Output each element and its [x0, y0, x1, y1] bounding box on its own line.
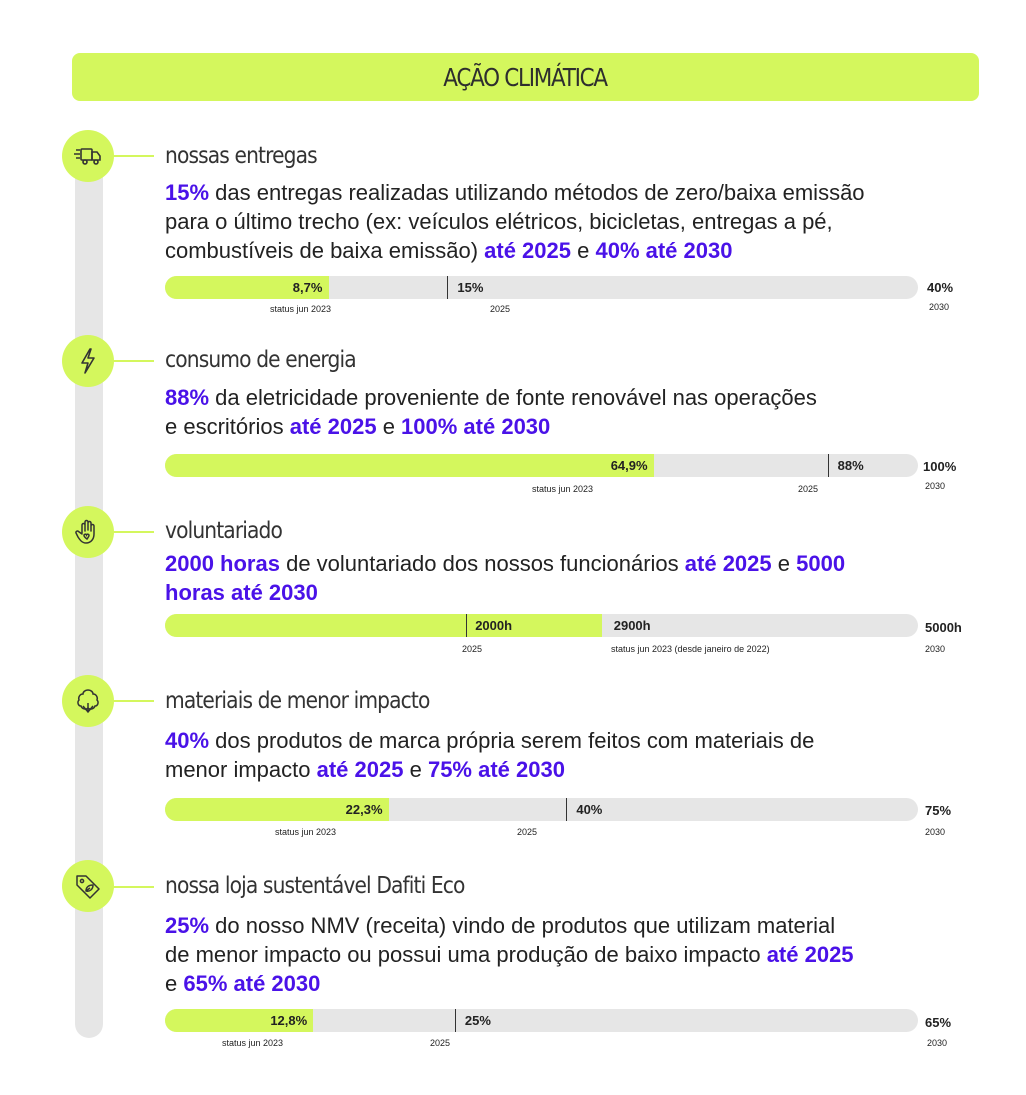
- highlight-text: 100% até 2030: [401, 414, 551, 439]
- highlight-text: até 2025: [684, 551, 772, 576]
- status-caption: status jun 2023: [275, 827, 337, 837]
- goal-description: 40% dos produtos de marca própria serem …: [165, 728, 815, 782]
- target-2025-caption: 2025: [490, 304, 511, 314]
- highlight-text: 88%: [165, 385, 210, 410]
- connector-line: [112, 886, 154, 888]
- eco-tag-icon: [62, 860, 114, 912]
- highlight-text: 40% até 2030: [595, 238, 733, 263]
- highlight-text: 65% até 2030: [183, 971, 321, 996]
- target-2025-marker: [454, 1009, 456, 1032]
- target-2030-value: 100%: [923, 459, 957, 474]
- lightning-bolt-icon: [62, 335, 114, 387]
- connector-line: [112, 155, 154, 157]
- status-value: 22,3%: [345, 802, 383, 817]
- progress-fill: [165, 276, 329, 299]
- goal-description: 88% da eletricidade proveniente de fonte…: [165, 385, 817, 439]
- progress-bar: 12,8% 25%: [165, 1009, 918, 1032]
- connector-line: [112, 360, 154, 362]
- target-2030-value: 65%: [925, 1015, 952, 1030]
- section-title: materiais de menor impacto: [165, 688, 430, 714]
- status-caption: status jun 2023: [270, 304, 332, 314]
- highlight-text: 15%: [165, 180, 210, 205]
- highlight-text: 25%: [165, 913, 210, 938]
- section-title: nossa loja sustentável Dafiti Eco: [165, 873, 465, 899]
- goal-description: 2000 horas de voluntariado dos nossos fu…: [165, 551, 846, 605]
- highlight-text: até 2025: [316, 757, 404, 782]
- connector-line: [112, 700, 154, 702]
- cotton-flower-icon: [62, 675, 114, 727]
- target-2025-value: 88%: [837, 458, 864, 473]
- status-value: 12,8%: [270, 1013, 308, 1028]
- highlight-text: até 2025: [766, 942, 854, 967]
- progress-bar: 64,9% 88%: [165, 454, 918, 477]
- status-value: 64,9%: [610, 458, 648, 473]
- connector-line: [112, 531, 154, 533]
- progress-fill: [165, 614, 602, 637]
- progress-fill: [165, 1009, 314, 1032]
- progress-bar: 2900h 2000h: [165, 614, 918, 637]
- goal-description: 15% das entregas realizadas utilizando m…: [165, 180, 865, 263]
- highlight-text: 75% até 2030: [427, 757, 565, 782]
- status-value: 8,7%: [292, 280, 323, 295]
- target-2025-value: 25%: [464, 1013, 491, 1028]
- target-2025-value: 2000h: [475, 618, 513, 633]
- highlight-text: 2000 horas: [165, 551, 280, 576]
- highlight-text: 40%: [165, 728, 210, 753]
- goal-description: 25% do nosso NMV (receita) vindo de prod…: [165, 913, 854, 996]
- target-2030-caption: 2030: [929, 302, 950, 312]
- target-2030-caption: 2030: [925, 827, 946, 837]
- target-2030-caption: 2030: [925, 644, 946, 654]
- target-2025-marker: [566, 798, 568, 821]
- target-2030-caption: 2030: [925, 481, 946, 491]
- target-2025-marker: [827, 454, 829, 477]
- section-title: voluntariado: [165, 518, 283, 544]
- status-value: 2900h: [613, 618, 651, 633]
- highlight-text: até 2025: [484, 238, 571, 263]
- target-2025-marker: [466, 614, 468, 637]
- target-2030-value: 75%: [925, 803, 952, 818]
- section-header: AÇÃO CLIMÁTICA: [72, 53, 979, 101]
- target-2025-value: 15%: [457, 280, 484, 295]
- target-2030-value: 5000h: [925, 620, 962, 635]
- progress-fill: [165, 454, 654, 477]
- target-2025-caption: 2025: [430, 1038, 451, 1048]
- status-caption: status jun 2023: [222, 1038, 284, 1048]
- progress-bar: 8,7% 15%: [165, 276, 918, 299]
- section-title: consumo de energia: [165, 347, 357, 373]
- header-title: AÇÃO CLIMÁTICA: [443, 62, 609, 92]
- delivery-truck-icon: [62, 130, 114, 182]
- hand-heart-icon: [62, 506, 114, 558]
- status-caption: status jun 2023: [532, 484, 594, 494]
- target-2025-caption: 2025: [517, 827, 538, 837]
- status-caption: status jun 2023 (desde janeiro de 2022): [611, 644, 770, 654]
- progress-fill: [165, 798, 389, 821]
- target-2025-caption: 2025: [462, 644, 483, 654]
- target-2025-marker: [447, 276, 449, 299]
- target-2025-value: 40%: [576, 802, 603, 817]
- target-2030-caption: 2030: [927, 1038, 948, 1048]
- target-2025-caption: 2025: [798, 484, 819, 494]
- target-2030-value: 40%: [927, 280, 954, 295]
- progress-bar: 22,3% 40%: [165, 798, 918, 821]
- highlight-text: até 2025: [289, 414, 377, 439]
- highlight-text: 5000: [796, 551, 846, 576]
- section-title: nossas entregas: [165, 143, 318, 169]
- highlight-text: horas até 2030: [165, 580, 318, 605]
